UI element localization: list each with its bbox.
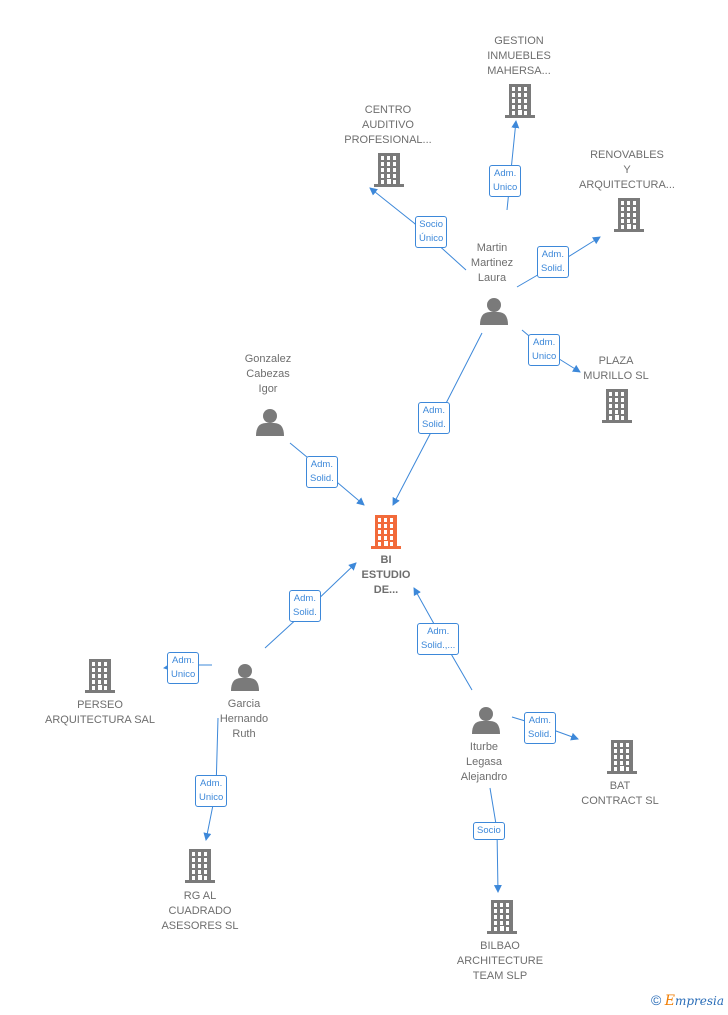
brand-name: mpresia [674,994,724,1008]
node-label-iturbe[interactable]: Iturbe Legasa Alejandro [460,741,508,783]
node-label-bi[interactable]: BI ESTUDIO DE... [361,554,411,596]
node-label-renovables[interactable]: RENOVABLES Y ARQUITECTURA... [579,149,675,191]
node-label-plaza[interactable]: PLAZA MURILLO SL [583,355,649,382]
node-label-gestion[interactable]: GESTION INMUEBLES MAHERSA... [487,35,551,77]
edge-label-garcia-perseo[interactable]: Adm. Unico [167,652,200,684]
edge-label-iturbe-bat[interactable]: Adm. Solid. [524,712,556,744]
person-icon[interactable] [472,707,500,734]
edge-label-martin-centro[interactable]: Socio Único [415,216,448,248]
company-icon[interactable] [505,84,535,118]
edge-label-martin-renovables[interactable]: Adm. Solid. [537,246,569,278]
node-label-centro[interactable]: CENTRO AUDITIVO PROFESIONAL... [344,104,432,146]
company-icon[interactable] [374,153,404,187]
brand-initial: E [664,993,675,1009]
edge-label-garcia-rg[interactable]: Adm. Unico [195,775,228,807]
edge-label-iturbe-bilbao[interactable]: Socio [473,822,505,840]
edge-label-martin-bi[interactable]: Adm. Solid. [418,402,450,434]
company-icon[interactable] [607,740,637,774]
person-icon[interactable] [480,298,508,325]
company-icon[interactable] [602,389,632,423]
edge-iturbe-bilbao [489,787,502,893]
company-icon[interactable] [614,198,644,232]
node-label-bilbao[interactable]: BILBAO ARCHITECTURE TEAM SLP [456,940,544,982]
company-icon[interactable] [185,849,215,883]
person-icon[interactable] [256,409,284,436]
company-icon[interactable] [487,900,517,934]
edge-label-martin-plaza[interactable]: Adm. Unico [528,334,561,366]
node-label-garcia[interactable]: Garcia Hernando Ruth [219,698,269,740]
focus-company-icon[interactable] [371,515,401,549]
node-label-perseo[interactable]: PERSEO ARQUITECTURA SAL [44,699,156,726]
person-icon[interactable] [231,664,259,691]
edge-label-gonzalez-bi[interactable]: Adm. Solid. [306,456,338,488]
node-label-martin[interactable]: Martin Martinez Laura [470,242,514,284]
node-label-rg[interactable]: RG AL CUADRADO ASESORES SL [161,890,239,932]
edge-label-garcia-bi[interactable]: Adm. Solid. [289,590,321,622]
edge-label-iturbe-bi[interactable]: Adm. Solid.,... [417,623,460,655]
node-label-gonzalez[interactable]: Gonzalez Cabezas Igor [244,353,292,395]
edge-label-martin-gestion[interactable]: Adm. Unico [489,165,522,197]
footer-brand[interactable]: © Empresia [651,992,724,1009]
node-label-bat[interactable]: BAT CONTRACT SL [581,780,659,807]
edge-martin-centro [369,187,467,271]
company-icon[interactable] [85,659,115,693]
copyright-icon: © [651,992,662,1008]
